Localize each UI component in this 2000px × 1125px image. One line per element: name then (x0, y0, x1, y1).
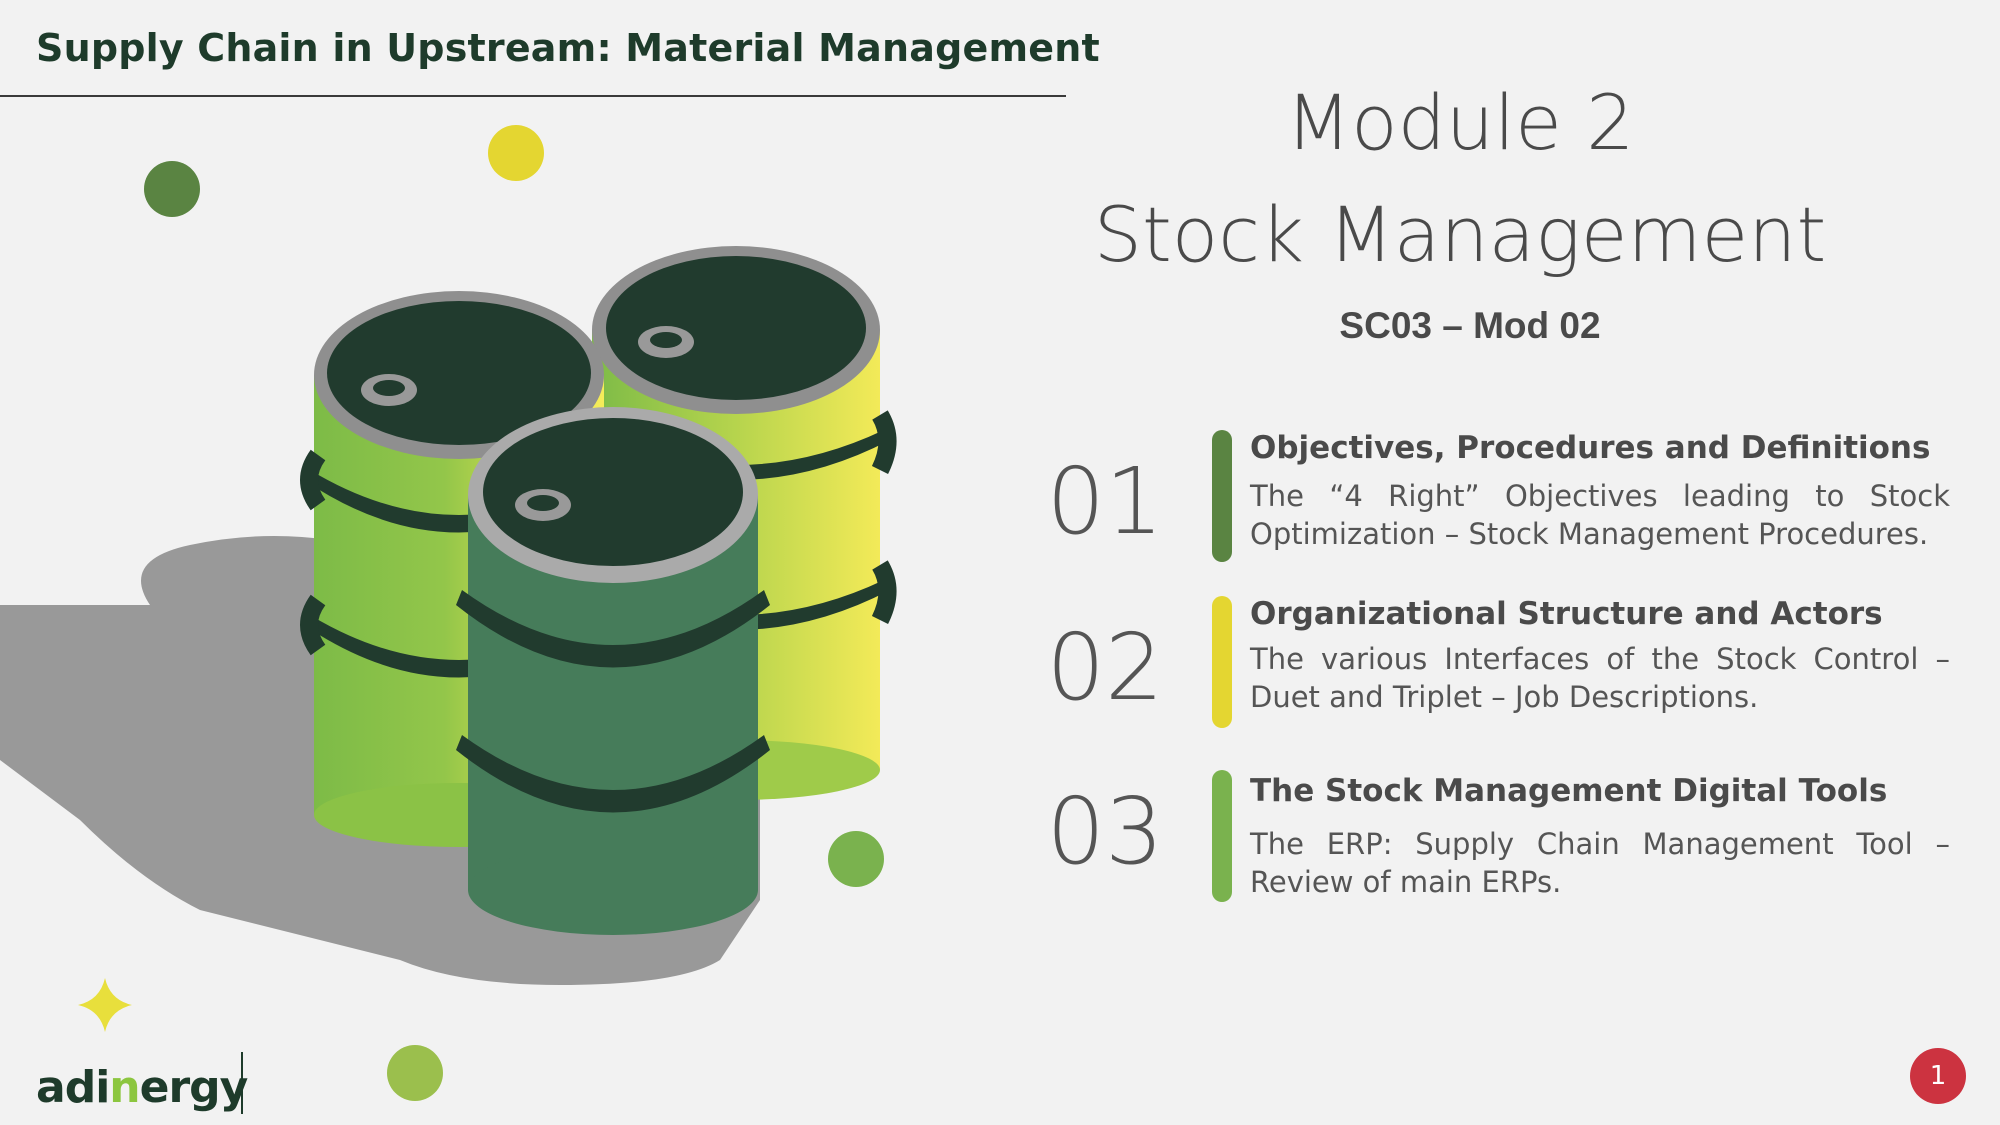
item-accent-bar-02 (1212, 596, 1232, 728)
logo-text-e: e (139, 1062, 170, 1113)
item-number-03: 03 (1046, 778, 1164, 885)
item-accent-bar-03 (1212, 770, 1232, 902)
decor-circle-dark-green (144, 161, 200, 217)
item-description-02: The various Interfaces of the Stock Cont… (1250, 642, 1950, 714)
item-description-01: The “4 Right” Objectives leading to Stoc… (1250, 479, 1950, 551)
decor-circle-green-bottom (387, 1045, 443, 1101)
slide-title: Supply Chain in Upstream: Material Manag… (36, 26, 1100, 70)
adinergy-logo: adinergy (36, 1062, 248, 1113)
decor-circle-green-right (828, 831, 884, 887)
logo-text-n: n (109, 1062, 140, 1113)
logo-text-rgy: rgy (168, 1062, 248, 1113)
page-number-badge: 1 (1910, 1048, 1966, 1104)
item-title-01: Objectives, Procedures and Definitions (1250, 430, 1931, 466)
item-description-03: The ERP: Supply Chain Management Tool – … (1250, 827, 1950, 899)
item-title-02: Organizational Structure and Actors (1250, 596, 1883, 632)
item-title-03: The Stock Management Digital Tools (1250, 773, 1888, 809)
oil-barrels-illustration (0, 125, 897, 1101)
logo-text-i: i (95, 1062, 110, 1113)
item-number-01: 01 (1046, 448, 1164, 555)
item-number-02: 02 (1046, 614, 1164, 721)
logo-divider (241, 1052, 243, 1114)
item-accent-bar-01 (1212, 430, 1232, 562)
decor-circle-yellow (488, 125, 544, 181)
module-code: SC03 – Mod 02 (1339, 305, 1601, 346)
logo-text-ad: ad (36, 1062, 96, 1113)
module-title: Stock Management (1093, 190, 1827, 279)
sparkle-icon (78, 978, 132, 1032)
module-number: Module 2 (1285, 78, 1635, 167)
title-underline (0, 95, 1066, 97)
barrel-front (456, 407, 770, 935)
barrel-back-left (300, 291, 614, 847)
